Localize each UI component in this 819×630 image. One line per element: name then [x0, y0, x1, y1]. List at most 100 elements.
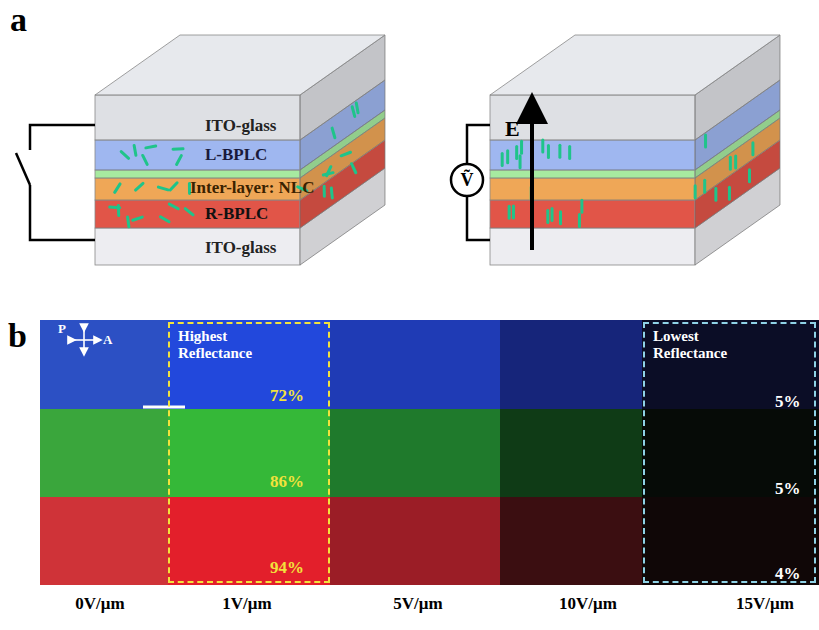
polarizer-cross — [72, 328, 98, 352]
lc-molecule — [520, 141, 523, 153]
lc-molecule — [332, 128, 335, 138]
layer-front — [95, 228, 300, 265]
lc-molecule — [751, 143, 754, 155]
lc-molecule — [506, 151, 509, 163]
lc-molecule — [323, 186, 326, 196]
reflectance-value: 94% — [270, 558, 304, 578]
field-value: 5V/μm — [393, 594, 442, 614]
reflectance-cell — [500, 409, 642, 497]
lc-molecule — [121, 152, 128, 159]
layer-front — [95, 200, 300, 228]
lc-molecule — [173, 147, 183, 150]
reflectance-value: 86% — [270, 472, 304, 492]
layer-front — [95, 95, 300, 140]
reflectance-cell — [168, 409, 330, 497]
lc-molecule — [559, 212, 562, 224]
highest-box: Highest Reflectance 72% 86% 94% — [168, 322, 330, 583]
lc-molecule — [356, 103, 358, 113]
lc-molecule — [580, 200, 583, 212]
lc-molecule — [714, 188, 717, 200]
lc-molecule — [547, 145, 550, 157]
layer-label: L-BPLC — [205, 145, 267, 165]
glass-top — [490, 35, 780, 95]
lc-molecule — [169, 204, 178, 209]
lc-molecule — [136, 183, 143, 190]
lc-molecule — [512, 206, 515, 218]
reflectance-cell — [330, 497, 500, 585]
glass-top — [95, 35, 385, 95]
layer-label: ITO-glass — [205, 116, 277, 136]
reflectance-cell — [168, 320, 330, 409]
reflectance-cell — [168, 497, 330, 585]
field-value: 1V/μm — [222, 594, 271, 614]
field-label: E — [505, 116, 520, 141]
lc-molecule — [133, 217, 142, 220]
reflectance-value: 5% — [775, 392, 801, 412]
lc-molecule — [703, 180, 706, 192]
lc-molecule — [568, 146, 571, 158]
ac-circuit — [451, 125, 490, 240]
lc-molecule — [519, 156, 522, 168]
reflectance-cell — [40, 497, 168, 585]
lc-molecule — [734, 156, 737, 168]
lc-molecule — [352, 164, 356, 173]
lc-molecule — [551, 208, 554, 220]
scale-bar — [143, 406, 185, 409]
reflectance-cell — [500, 497, 642, 585]
field-value: 0V/μm — [75, 594, 124, 614]
box-heading: Lowest Reflectance — [653, 328, 753, 363]
layer-front — [95, 140, 300, 170]
layer-front — [490, 140, 695, 170]
layer-front — [490, 178, 695, 200]
lc-molecule — [546, 211, 549, 223]
lc-molecule — [578, 215, 581, 227]
lc-molecule — [341, 152, 350, 156]
lc-molecule — [729, 157, 732, 169]
lc-molecule — [134, 145, 136, 155]
lc-molecule — [115, 184, 120, 192]
layer-front — [490, 200, 695, 228]
lc-molecule — [352, 107, 355, 117]
lc-molecule — [694, 186, 697, 198]
lc-molecule — [541, 140, 544, 152]
layer-label: Inter-layer: NLC — [190, 178, 314, 198]
lc-molecule — [748, 170, 751, 182]
polarizer-label: P — [58, 322, 66, 337]
lc-molecule — [515, 146, 518, 158]
lc-molecule — [508, 206, 511, 218]
reflectance-cell — [500, 320, 642, 409]
lc-molecule — [143, 155, 147, 164]
lc-molecule — [128, 217, 129, 227]
lc-molecule — [158, 187, 168, 190]
reflectance-cell — [40, 409, 168, 497]
lc-molecule — [170, 183, 177, 190]
lc-molecule — [728, 187, 731, 199]
layer-front — [95, 170, 300, 178]
lc-molecule — [501, 154, 504, 166]
lc-molecule — [185, 209, 193, 215]
reflectance-value: 4% — [775, 564, 801, 584]
layer-front — [490, 95, 695, 140]
lowest-box: Lowest Reflectance 5% 5% 4% — [643, 322, 816, 583]
reflectance-cell — [330, 409, 500, 497]
lc-molecule — [330, 188, 334, 198]
layer-front — [490, 228, 695, 265]
field-value: 10V/μm — [559, 594, 617, 614]
lc-molecule — [146, 146, 156, 148]
reflectance-cell — [40, 320, 168, 409]
switch-circuit — [16, 125, 95, 240]
lc-molecule — [704, 135, 707, 147]
layer-front — [490, 170, 695, 178]
lc-molecule — [160, 217, 169, 222]
lc-molecule — [177, 156, 182, 165]
layer-label: R-BPLC — [205, 204, 268, 224]
panel-letter: b — [8, 316, 27, 355]
box-heading: Highest Reflectance — [178, 328, 278, 363]
field-value: 15V/μm — [736, 594, 794, 614]
reflectance-value: 72% — [270, 386, 304, 406]
reflectance-value: 5% — [775, 479, 801, 499]
lc-molecule — [117, 205, 120, 215]
panel-letter: a — [10, 0, 27, 39]
